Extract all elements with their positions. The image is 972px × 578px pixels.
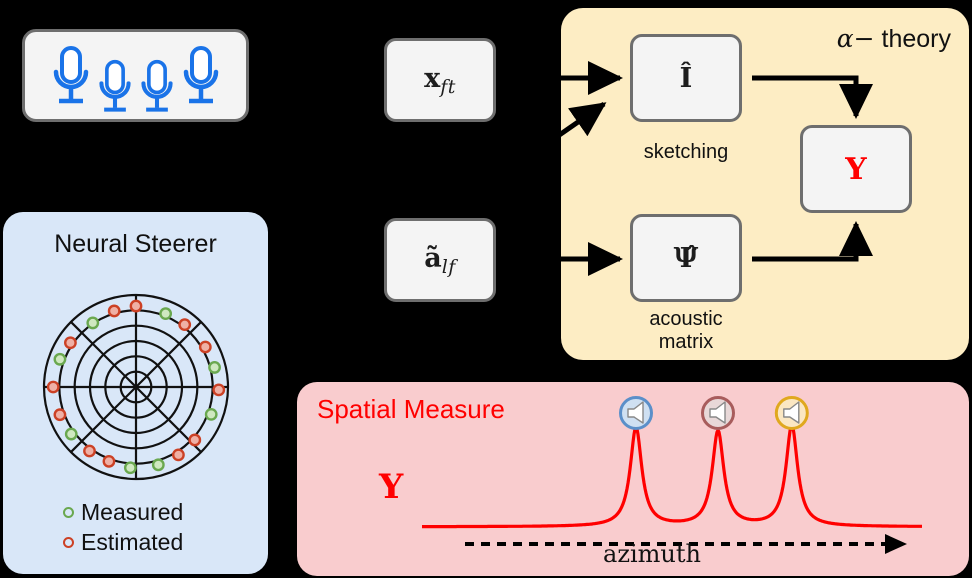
- microphone-icon: [183, 45, 218, 103]
- microphone-icon: [140, 59, 173, 112]
- measured-point: [159, 307, 173, 321]
- upsilon-output-block: Υ: [800, 125, 912, 213]
- signal-symbol: xft: [424, 63, 456, 98]
- acoustic-matrix-caption: acoustic matrix: [610, 308, 762, 354]
- theory-text: theory: [881, 25, 951, 53]
- legend-label: Estimated: [81, 528, 184, 555]
- microphone-icon: [98, 59, 131, 112]
- legend-item-estimated: Estimated: [63, 527, 183, 557]
- measured-point: [64, 427, 78, 441]
- symbol-psi-hat: Ψ̂: [673, 242, 699, 274]
- measured-point: [53, 352, 67, 366]
- estimated-point: [129, 299, 143, 313]
- signal-input-box: xft: [384, 38, 496, 122]
- estimated-point: [46, 380, 60, 394]
- microphone-array-card: [22, 29, 249, 122]
- page-title: Neural Steerer: [54, 230, 217, 258]
- estimated-point: [102, 454, 116, 468]
- axis-arrowhead: [885, 534, 907, 554]
- sketching-symbol: Î: [680, 63, 693, 94]
- alpha-theory-label: α− theory: [837, 24, 951, 54]
- legend-label: Measured: [81, 498, 184, 525]
- estimated-point: [178, 318, 192, 332]
- estimated-marker-icon: [63, 536, 74, 548]
- polar-plot: [36, 287, 236, 487]
- acoustic-matrix-block: Ψ̂: [630, 214, 742, 302]
- measured-marker-icon: [63, 506, 74, 518]
- sketching-block: Î: [630, 34, 742, 122]
- sketching-caption: sketching: [643, 141, 729, 163]
- spatial-spectrum-plot: [421, 396, 923, 554]
- estimated-point: [83, 444, 96, 458]
- estimated-point: [107, 304, 121, 318]
- azimuth-axis-label: azimuth: [603, 540, 701, 568]
- speaker-icon: [619, 396, 653, 430]
- acoustic-caption-line1: acoustic: [649, 308, 723, 330]
- symbol-I-hat: Î: [679, 62, 693, 94]
- acoustic-matrix-symbol: Ψ̂: [674, 243, 699, 274]
- estimated-point: [64, 336, 77, 350]
- spatial-measure-title: Spatial Measure: [317, 394, 505, 424]
- measured-point: [151, 458, 165, 472]
- speaker-icon: [774, 396, 809, 430]
- upsilon-symbol: Υ: [845, 151, 867, 187]
- estimated-point: [198, 340, 212, 354]
- steering-symbol: ãlf: [424, 243, 456, 278]
- symbol-x: x: [424, 62, 441, 94]
- symbol-a-tilde: ã: [424, 242, 442, 274]
- measured-point: [204, 407, 218, 421]
- measured-point: [86, 316, 100, 330]
- microphone-icon: [53, 45, 88, 103]
- alpha-symbol: α−: [836, 24, 875, 53]
- estimated-point: [53, 408, 67, 422]
- speaker-icon: [701, 396, 735, 430]
- spatial-spectrum-curve: [421, 423, 923, 529]
- legend: Measured Estimated: [63, 497, 183, 557]
- subscript-lf: lf: [441, 255, 456, 278]
- estimated-point: [188, 433, 202, 447]
- spatial-measure-panel: Spatial Measure Υ azimuth: [297, 382, 969, 576]
- measured-point: [208, 361, 221, 374]
- estimated-point: [172, 448, 185, 462]
- estimated-point: [212, 383, 226, 397]
- steering-input-box: ãlf: [384, 218, 496, 302]
- spatial-measure-upsilon-symbol: Υ: [379, 467, 404, 507]
- measured-point: [123, 461, 137, 475]
- legend-item-measured: Measured: [63, 497, 183, 527]
- subscript-ft: ft: [440, 75, 456, 98]
- neural-steerer-panel: Neural Steerer Measured Estimated: [3, 212, 268, 574]
- acoustic-caption-line2: matrix: [658, 331, 714, 353]
